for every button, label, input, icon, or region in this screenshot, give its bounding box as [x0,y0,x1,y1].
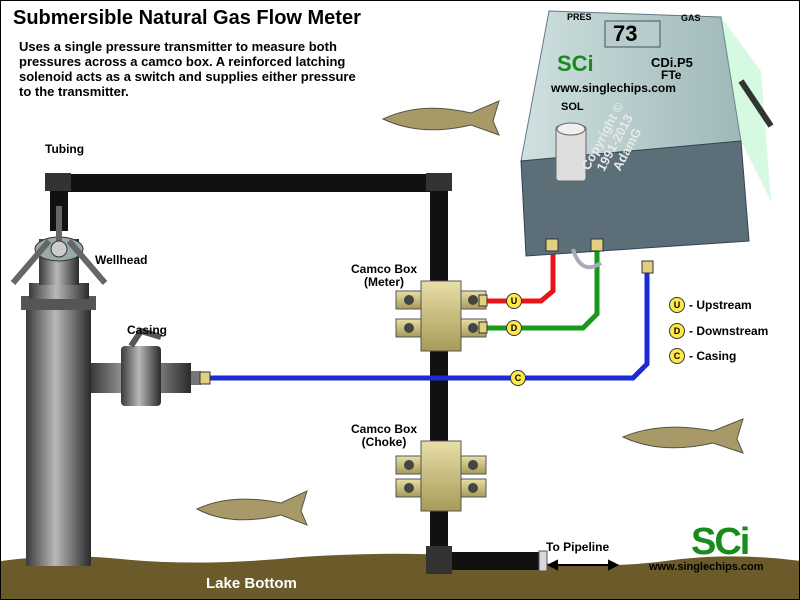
tubing-elbow-right [426,173,452,191]
legend-badge: U [669,297,685,313]
logo-url: www.singlechips.com [649,561,764,573]
wellhead-label: Wellhead [95,253,148,267]
camco-meter-label-line: (Meter) [364,275,405,289]
device-pres-label: PRES [567,12,592,22]
legend-text: - Downstream [689,324,769,338]
casing-badge: C [510,370,526,386]
camco-box-choke [395,440,487,512]
diagram-title: Submersible Natural Gas Flow Meter [13,7,361,29]
camco-choke-label-line: Camco Box [351,422,418,436]
fish-1 [381,100,500,136]
device-model-line1: CDi.P5 [651,55,693,70]
device-brand: SCi [557,51,594,76]
tubing-label: Tubing [45,142,85,156]
camco-meter-label-line: Camco Box [351,262,418,276]
downstream-line [481,251,600,331]
camco-choke-label-line: (Choke) [361,435,407,449]
legend-text: - Casing [689,349,737,363]
device-display: 73 [613,21,638,46]
tubing-elbow-left [45,173,71,191]
diagram-description: Uses a single pressure transmitter to me… [19,39,356,99]
legend-item-upstream: U - Upstream [669,297,752,313]
pipeline-arrow [546,559,620,571]
device-sol-label: SOL [561,101,584,113]
camco-box-meter [395,280,488,352]
casing-line [206,267,650,381]
legend-badge: D [669,323,685,339]
camco-meter-label: Camco Box (Meter) [351,263,417,289]
device-url: www.singlechips.com [551,81,676,95]
sci-logo: SCi [691,521,750,563]
casing-valve [91,327,201,406]
wellhead [10,206,108,566]
legend-item-downstream: D - Downstream [669,323,768,339]
legend-item-casing: C - Casing [669,348,736,364]
device-model-line2: FTe [661,68,682,82]
description-line: pressures across a camco box. A reinforc… [19,54,346,69]
fish-3 [195,490,308,526]
tubing-elbow-bottom [426,546,452,574]
downstream-badge: D [506,320,522,336]
camco-choke-label: Camco Box (Choke) [351,423,417,449]
upstream-badge: U [506,293,522,309]
fish-2 [621,418,744,454]
description-line: to the transmitter. [19,84,129,99]
description-line: solenoid acts as a switch and supplies e… [19,69,356,84]
legend-text: - Upstream [689,298,752,312]
lake-bottom [1,553,799,599]
description-line: Uses a single pressure transmitter to me… [19,39,337,54]
pipe-end [538,550,548,572]
device-gas-label: GAS [681,13,701,23]
flow-meter-device [520,10,774,270]
lake-bottom-label: Lake Bottom [206,575,297,592]
to-pipeline-label: To Pipeline [546,540,610,554]
legend-badge: C [669,348,685,364]
casing-label: Casing [127,323,168,337]
